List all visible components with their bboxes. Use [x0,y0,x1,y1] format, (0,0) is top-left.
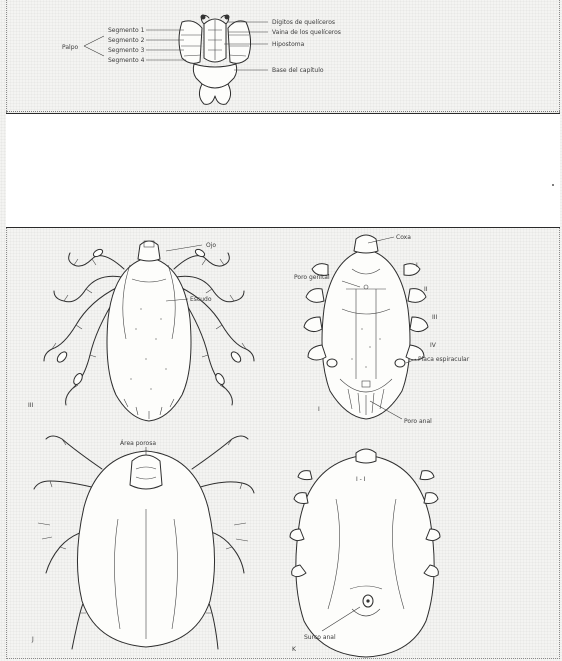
soft-tick-ventral-mark: I - I [356,476,366,483]
capitulum-leaders-left [84,30,186,60]
segment-2-label: Segmento 2 [108,37,145,44]
chelicera-digits-label: Dígitos de quelíceros [272,19,335,26]
chelicera-sheath-label: Vaina de los quelíceros [272,29,341,36]
soft-tick-dorsal-drawing [34,436,254,649]
soft-tick-panel-numeral: J [31,636,34,643]
capitulum-panel: Palpo Segmento 1 Segmento 2 Segmento 3 S… [6,0,560,112]
capitulum-drawing [179,15,251,105]
eye-label: Ojo [206,242,216,249]
hypostome-label: Hipostoma [272,41,305,48]
coxa-label: Coxa [396,234,411,241]
anal-groove-label: Surco anal [304,634,336,641]
leg-numeral-ii: II [424,286,428,293]
tick-figures-panel: Ojo Escudo III [6,229,560,659]
genital-pore-label: Poro genital [294,274,330,281]
scan-speck [552,184,554,186]
stigmal-plate-label: Placa espiracular [418,356,470,363]
hard-tick-ventral-drawing [304,235,428,419]
basis-capituli-label: Base del capítulo [272,67,324,74]
palp-label: Palpo [62,44,79,51]
tick-diagram: Ojo Escudo III [6,229,560,659]
ventral-left-numeral: I [318,406,320,413]
hard-tick-panel-numeral: III [28,402,34,409]
leg-numeral-iv: IV [430,342,437,349]
anal-pore-label: Poro anal [404,418,432,425]
hard-tick-dorsal-drawing [44,241,254,421]
segment-3-label: Segmento 3 [108,47,145,54]
scutum-label: Escudo [190,296,212,303]
blank-panel [6,113,560,228]
capitulum-diagram: Palpo Segmento 1 Segmento 2 Segmento 3 S… [6,0,560,112]
segment-4-label: Segmento 4 [108,57,145,64]
soft-tick-ventral-numeral: K [292,646,297,653]
porose-area-label: Área porosa [120,440,156,447]
leg-numeral-iii: III [432,314,438,321]
leg-numeral-i: I [416,262,418,269]
segment-1-label: Segmento 1 [108,27,145,34]
